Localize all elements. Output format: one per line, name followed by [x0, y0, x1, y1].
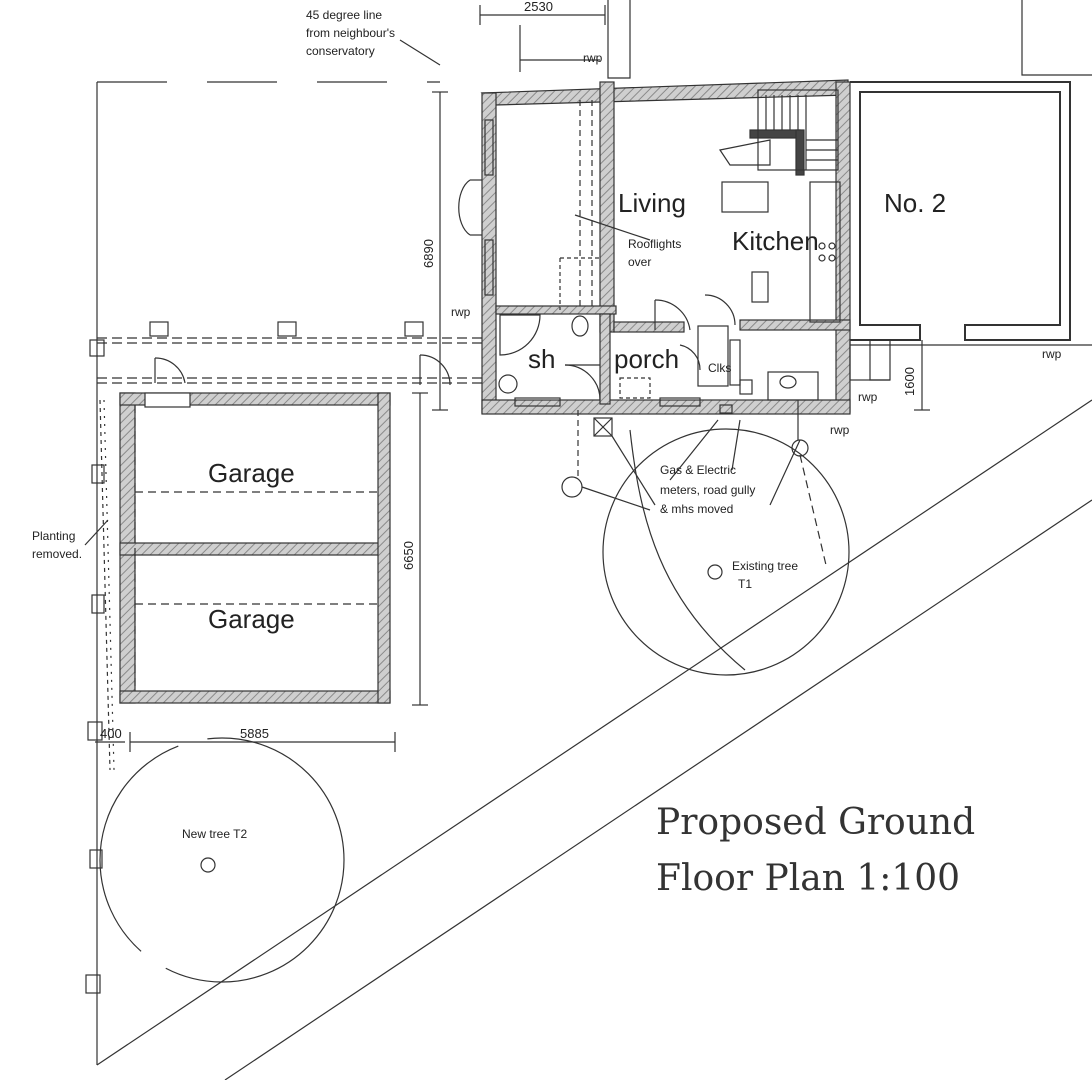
shower-room-label: sh	[528, 344, 555, 374]
site-boundary	[96, 81, 1092, 1080]
rwp-label-top: rwp	[583, 51, 603, 65]
boundary-fence	[89, 321, 485, 386]
meters-note-2: meters, road gully	[660, 483, 755, 497]
dimension-top	[479, 5, 606, 72]
rooflights-note-1: Rooflights	[628, 237, 681, 251]
house-walls	[480, 79, 851, 415]
utility-fittings	[767, 339, 891, 401]
rwp-labels: rwp rwp rwp rwp rwp	[451, 51, 1062, 437]
dimension-lines	[95, 91, 930, 752]
shower-room-fittings	[498, 314, 601, 407]
porch-label: porch	[614, 344, 679, 374]
existing-tree-note-1: Existing tree	[732, 559, 798, 573]
garage-block	[119, 392, 391, 704]
dimension-garage-width-label: 5885	[240, 726, 269, 741]
trees	[99, 428, 850, 983]
drawing-title: Proposed Ground Floor Plan 1:100	[656, 802, 975, 899]
existing-tree-note-2: T1	[738, 577, 752, 591]
meter-relocation	[561, 400, 827, 566]
meters-note-1: Gas & Electric	[660, 463, 736, 477]
neighbour-line-note-2: from neighbour's	[306, 26, 395, 40]
annotations: 45 degree line from neighbour's conserva…	[32, 8, 798, 841]
living-label: Living	[618, 188, 686, 218]
rooflights-note-2: over	[628, 255, 651, 269]
dimension-top-label: 2530	[524, 0, 553, 14]
cloaks-label: Clks	[708, 361, 731, 375]
planting-line	[84, 399, 115, 994]
planting-note-2: removed.	[32, 547, 82, 561]
kitchen-units	[719, 139, 841, 323]
neighbour-line-note-1: 45 degree line	[306, 8, 382, 22]
rwp-label-bottom: rwp	[830, 423, 850, 437]
45-degree-line	[399, 39, 441, 66]
neighbour-label: No. 2	[884, 188, 946, 218]
living-openings	[458, 100, 651, 310]
room-labels: Living Kitchen sh porch Clks Garage Gara…	[208, 188, 946, 634]
dimension-porch-label: 1600	[902, 367, 917, 396]
meters-note-3: & mhs moved	[660, 502, 733, 516]
neighbour-line-note-3: conservatory	[306, 44, 375, 58]
planting-note-1: Planting	[32, 529, 75, 543]
rwp-label-neighbour: rwp	[1042, 347, 1062, 361]
kitchen-label: Kitchen	[732, 226, 819, 256]
stairs	[757, 89, 839, 171]
rwp-label-left: rwp	[451, 305, 471, 319]
dimension-gap-label: 400	[100, 726, 122, 741]
garage-top-label: Garage	[208, 458, 295, 488]
new-tree-note: New tree T2	[182, 827, 247, 841]
title-line-1: Proposed Ground	[656, 802, 975, 843]
garage-bottom-label: Garage	[208, 604, 295, 634]
title-line-2: Floor Plan 1:100	[656, 858, 960, 899]
neighbour-house-outline	[850, 0, 1092, 346]
dimension-living-label: 6890	[421, 239, 436, 268]
porch-fittings	[619, 294, 753, 407]
rwp-label-right: rwp	[858, 390, 878, 404]
dimension-labels: 2530 6890 1600 6650 5885 400	[100, 0, 917, 741]
dimension-garage-height-label: 6650	[401, 541, 416, 570]
